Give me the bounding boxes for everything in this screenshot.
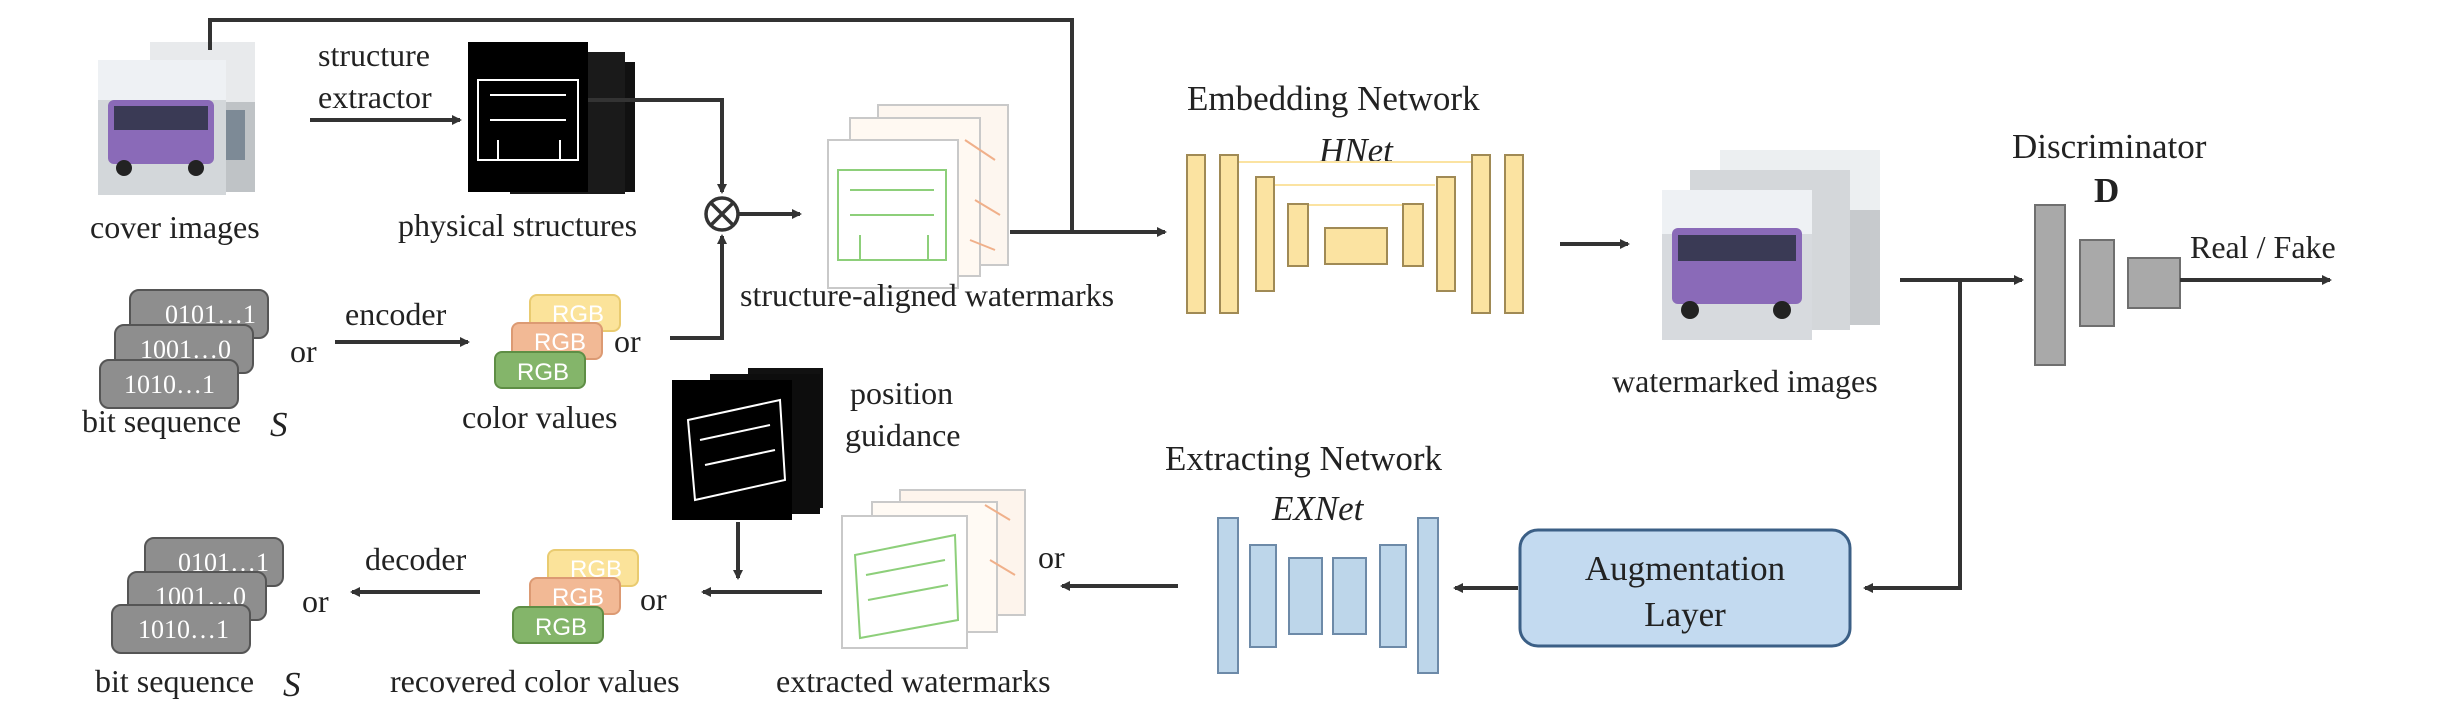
bit-sequence-bottom-label: bit sequence <box>95 663 254 699</box>
bit-sequence-top-stack: 0101…1 1001…0 1010…1 <box>99 289 269 409</box>
augmentation-label-1: Augmentation <box>1585 549 1785 588</box>
position-guidance-label-2: guidance <box>845 417 961 453</box>
bit-chip-text-3: 1010…1 <box>124 370 215 399</box>
recovered-color-values-label: recovered color values <box>390 663 680 699</box>
embedding-network-title: Embedding Network <box>1187 79 1480 118</box>
extracted-watermarks-label: extracted watermarks <box>776 663 1051 699</box>
structure-extractor-label-1: structure <box>318 37 430 73</box>
structure-aligned-watermarks-stack <box>827 104 1009 289</box>
or-bottom-colors: or <box>640 581 667 617</box>
color-values-label: color values <box>462 399 618 435</box>
extracted-watermarks-stack <box>841 489 1026 649</box>
recovered-color-values-stack: RGB RGB RGB <box>512 549 639 644</box>
structure-to-multiply-arrow <box>588 98 727 194</box>
color-values-stack: RGB RGB RGB <box>494 294 621 389</box>
cover-skip-connection <box>208 18 1074 232</box>
color-to-multiply-arrow <box>670 234 727 340</box>
embedding-network-blocks <box>1186 154 1524 314</box>
real-fake-label: Real / Fake <box>2190 229 2336 265</box>
watermarked-images-label: watermarked images <box>1612 363 1878 399</box>
structure-aligned-watermarks-label: structure-aligned watermarks <box>740 277 1114 313</box>
discriminator-symbol: D <box>2094 171 2119 210</box>
watermarked-images-stack <box>1662 150 1880 340</box>
physical-structures-stack <box>468 42 635 194</box>
hnet-label: HNet <box>1318 131 1394 170</box>
cover-image-front <box>98 60 226 195</box>
cover-images-stack <box>98 42 255 195</box>
bit-sequence-bottom-stack: 0101…1 1001…0 1010…1 <box>111 537 284 654</box>
discriminator-blocks <box>2034 204 2181 366</box>
or-top-bits: or <box>290 333 317 369</box>
structure-extractor-label-2: extractor <box>318 79 432 115</box>
extracting-network-blocks <box>1217 517 1439 674</box>
bit-sequence-top-label: bit sequence <box>82 403 241 439</box>
recovered-rgb-text-3: RGB <box>535 614 587 641</box>
position-guidance-stack <box>672 368 823 520</box>
s-symbol-bottom: S <box>283 665 301 704</box>
watermarked-to-augmentation-arrow <box>1863 280 1962 593</box>
discriminator-title: Discriminator <box>2012 127 2207 166</box>
bit-chip-bottom-3: 1010…1 <box>138 615 229 644</box>
encoder-label: encoder <box>345 296 447 332</box>
or-bottom-bits: or <box>302 583 329 619</box>
s-symbol-top: S <box>270 405 288 444</box>
or-extracted: or <box>1038 539 1065 575</box>
physical-structures-label: physical structures <box>398 207 637 243</box>
cover-images-label: cover images <box>90 209 260 245</box>
or-top-colors: or <box>614 323 641 359</box>
extracting-network-title: Extracting Network <box>1165 439 1442 478</box>
augmentation-label-2: Layer <box>1644 595 1726 634</box>
rgb-chip-text-3: RGB <box>517 359 569 386</box>
position-guidance-label-1: position <box>850 375 953 411</box>
augmentation-layer-box <box>1518 528 1852 648</box>
decoder-label: decoder <box>365 541 467 577</box>
exnet-label: EXNet <box>1271 489 1365 528</box>
